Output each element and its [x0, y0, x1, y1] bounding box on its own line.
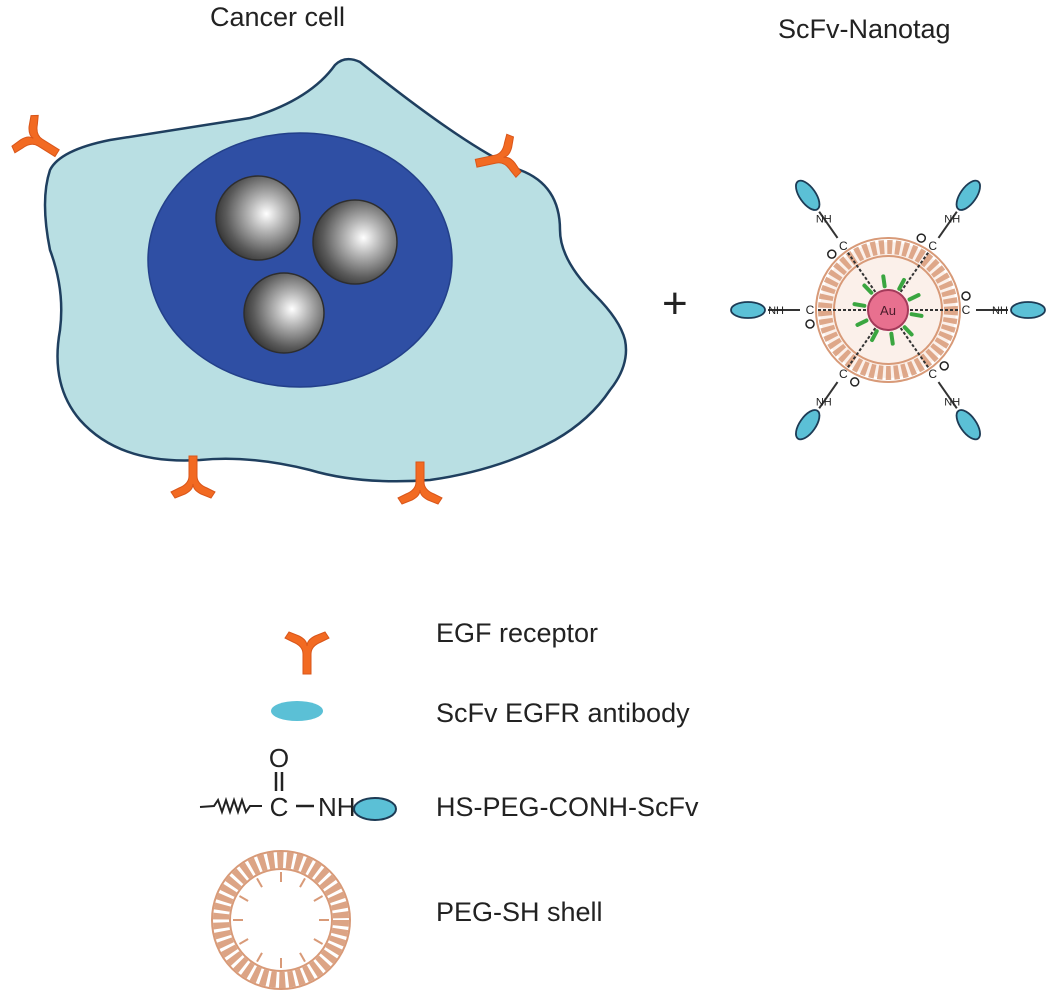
egf-receptor-icon — [284, 631, 330, 675]
linker-oxygen — [939, 361, 949, 371]
peg-conh-linker-icon: O C NH — [199, 743, 397, 822]
green-anchor — [907, 293, 921, 302]
scfv-antibody — [730, 301, 766, 319]
linker-oxygen — [805, 319, 815, 329]
green-anchor — [862, 283, 874, 295]
scfv-nanotag: C NH C NH C NH C NH C NH C NH Au — [730, 179, 1046, 441]
linker-arm: C NH — [910, 291, 1046, 319]
shell-tick — [238, 895, 249, 902]
linker-carbon: C — [962, 303, 971, 317]
scfv-antibody — [795, 179, 821, 211]
linker-oxygen — [916, 233, 927, 243]
scfv-antibody — [955, 409, 981, 441]
green-anchor — [889, 331, 895, 346]
linker-carbon: C — [928, 239, 937, 253]
green-anchor — [852, 302, 867, 308]
linker-amine: NH — [944, 397, 960, 409]
shell-tick — [313, 895, 324, 902]
scfv-antibody — [1010, 301, 1046, 319]
shell-tick — [238, 938, 249, 945]
linker-oxygen — [849, 377, 860, 387]
gold-core — [867, 289, 909, 331]
green-anchor — [855, 318, 869, 327]
linker-oxygen-label: O — [269, 743, 289, 773]
legend-label-scfv-antibody: ScFv EGFR antibody — [436, 698, 690, 728]
cancer-cell-title: Cancer cell — [210, 2, 346, 32]
scfv-antibody — [955, 179, 981, 211]
shell-tick — [299, 877, 306, 888]
green-anchors — [852, 274, 924, 346]
linker-oxygen — [961, 291, 971, 301]
linker-carbon-label: C — [270, 792, 289, 822]
linker-arm: C NH — [795, 179, 877, 293]
linker-arm: C NH — [899, 327, 981, 441]
linker-arm: C NH — [899, 179, 981, 293]
linker-arm: C NH — [795, 327, 877, 441]
linker-amine: NH — [816, 213, 832, 225]
linker-arm: C NH — [730, 301, 866, 329]
shell-tick — [256, 952, 263, 963]
linker-oxygen — [827, 249, 837, 259]
scfv-antibody — [795, 409, 821, 441]
linker-carbon: C — [839, 239, 848, 253]
shell-tick — [299, 952, 306, 963]
linker-carbon: C — [928, 367, 937, 381]
plus-sign: + — [662, 279, 688, 328]
green-anchor — [870, 329, 879, 343]
scfv-antibody-icon — [271, 701, 323, 721]
linker-amine: NH — [768, 305, 784, 317]
nucleolus-2 — [312, 199, 398, 285]
cancer-cell — [9, 57, 628, 505]
nanotag-title: ScFv-Nanotag — [778, 14, 951, 44]
linker-carbon: C — [839, 367, 848, 381]
green-anchor — [897, 277, 906, 291]
nucleolus-1 — [215, 175, 301, 261]
shell-tick — [256, 877, 263, 888]
legend-label-peg-conh-scfv: HS-PEG-CONH-ScFv — [436, 792, 699, 822]
nucleolus-3 — [243, 272, 325, 354]
linker-amine: NH — [992, 305, 1008, 317]
legend-icons: O C NH — [199, 631, 397, 990]
linker-amine-label: NH — [318, 792, 356, 822]
linker-arms: C NH C NH C NH C NH C NH C NH — [730, 179, 1046, 441]
gold-core-label: Au — [880, 303, 896, 318]
green-anchor — [881, 274, 887, 289]
egf-receptor-bottomleft — [170, 455, 216, 499]
peg-sh-shell-icon — [211, 850, 351, 990]
linker-carbon: C — [806, 303, 815, 317]
legend-label-egf-receptor: EGF receptor — [436, 618, 599, 648]
shell-tick — [313, 938, 324, 945]
legend-label-peg-sh-shell: PEG-SH shell — [436, 897, 603, 927]
linker-amine: NH — [944, 213, 960, 225]
green-anchor — [902, 325, 914, 337]
linker-amine: NH — [816, 397, 832, 409]
green-anchor — [909, 312, 924, 318]
